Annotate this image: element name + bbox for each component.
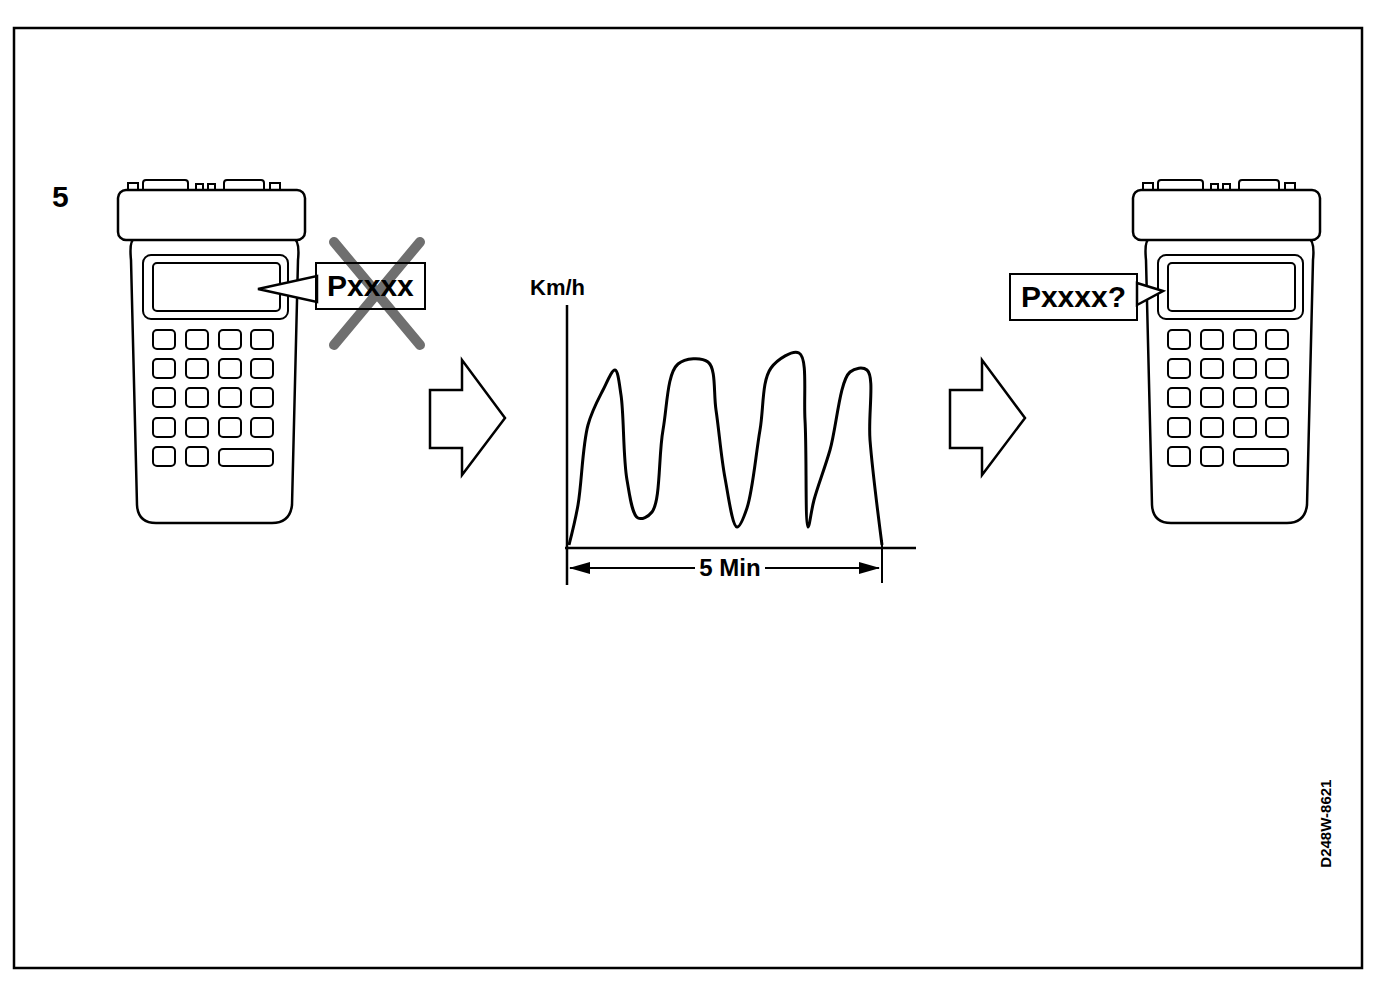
callout-pointer	[258, 276, 317, 302]
scan-tool	[1133, 180, 1320, 523]
dimension-label: 5 Min	[695, 554, 764, 582]
callout-number: 5	[52, 180, 69, 215]
axis	[566, 305, 569, 585]
frame	[14, 28, 1362, 968]
dimension-arrowhead	[569, 562, 590, 574]
dimension-tick	[881, 540, 883, 583]
callout-bubble: Pxxxx?	[1009, 273, 1138, 321]
fault-code: Pxxxx	[327, 268, 414, 304]
flow-arrow	[430, 360, 505, 475]
callout-bubble: Pxxxx	[315, 262, 426, 310]
fault-code: Pxxxx?	[1021, 279, 1126, 315]
flow-arrow	[950, 360, 1025, 475]
axis	[565, 547, 916, 550]
scan-tool	[118, 180, 305, 523]
dimension-arrowhead	[859, 562, 880, 574]
callout-pointer	[1137, 283, 1163, 305]
speed-curve	[569, 352, 882, 545]
axis-label: Km/h	[530, 275, 585, 300]
figure-code: D248W-8621	[1317, 780, 1334, 868]
